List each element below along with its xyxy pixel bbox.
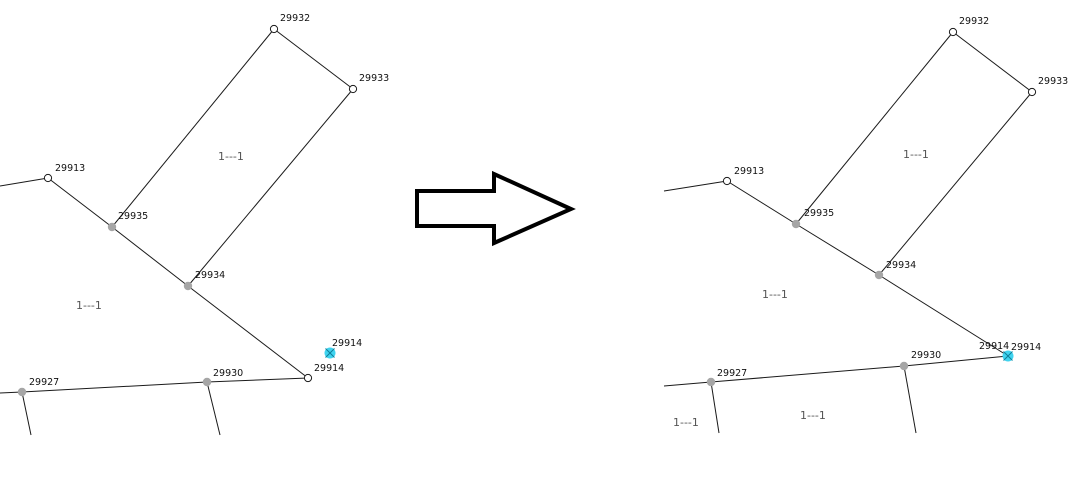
node-29930[interactable] bbox=[899, 361, 909, 371]
edge-29930-down bbox=[206, 381, 221, 436]
edge-29927-down bbox=[21, 391, 32, 436]
node-29930[interactable] bbox=[202, 377, 212, 387]
parcel-label-lower-right: 1---1 bbox=[800, 409, 826, 422]
edge-29927-down bbox=[710, 381, 720, 434]
edge-29935-29934 bbox=[111, 226, 189, 287]
edge-29930-down bbox=[903, 365, 917, 434]
edge-29935-29932 bbox=[111, 28, 275, 228]
parcel-label-upper: 1---1 bbox=[903, 148, 929, 161]
node-29913[interactable] bbox=[722, 176, 732, 186]
node-29932[interactable] bbox=[948, 27, 958, 37]
label-29933: 29933 bbox=[359, 73, 389, 84]
edge-29913-29935 bbox=[47, 177, 113, 228]
node-29934[interactable] bbox=[183, 281, 193, 291]
label-29913: 29913 bbox=[55, 163, 85, 174]
label-29927: 29927 bbox=[29, 377, 59, 388]
selection-cross-b bbox=[325, 348, 335, 358]
edge-left-to-29913 bbox=[0, 177, 49, 187]
selection-cross-b bbox=[1003, 351, 1013, 361]
label-29935: 29935 bbox=[804, 208, 834, 219]
node-29935[interactable] bbox=[791, 219, 801, 229]
label-29935: 29935 bbox=[118, 211, 148, 222]
label-29914: 29914 bbox=[314, 363, 344, 374]
edge-left-to-29913 bbox=[663, 180, 728, 192]
edge-29932-29933 bbox=[952, 31, 1033, 93]
label-29930: 29930 bbox=[911, 350, 941, 361]
selected-point-29914[interactable] bbox=[1002, 350, 1014, 362]
label-selected-29914: 29914 bbox=[332, 338, 362, 349]
edge-29934-29914 bbox=[187, 285, 309, 379]
parcel-label-lower-left: 1---1 bbox=[673, 416, 699, 429]
edge-29933-29934 bbox=[187, 88, 354, 287]
node-29914[interactable] bbox=[303, 373, 313, 383]
edge-29913-29935 bbox=[726, 180, 797, 225]
node-29927[interactable] bbox=[706, 377, 716, 387]
node-29933[interactable] bbox=[348, 84, 358, 94]
edge-29932-29933 bbox=[273, 28, 354, 90]
label-29930: 29930 bbox=[213, 368, 243, 379]
node-29935[interactable] bbox=[107, 222, 117, 232]
node-29932[interactable] bbox=[269, 24, 279, 34]
label-29914: 29914 bbox=[979, 341, 1009, 352]
edge-29927-29930 bbox=[710, 365, 905, 383]
parcel-label-lower: 1---1 bbox=[76, 299, 102, 312]
node-29913[interactable] bbox=[43, 173, 53, 183]
label-29932: 29932 bbox=[959, 16, 989, 27]
selected-point-29914[interactable] bbox=[324, 347, 336, 359]
edge-29930-29914 bbox=[206, 377, 309, 383]
label-29913: 29913 bbox=[734, 166, 764, 177]
node-29934[interactable] bbox=[874, 270, 884, 280]
edge-29934-29914 bbox=[878, 274, 1009, 357]
label-29927: 29927 bbox=[717, 368, 747, 379]
label-29934: 29934 bbox=[195, 270, 225, 281]
node-29933[interactable] bbox=[1027, 87, 1037, 97]
edge-29935-29934 bbox=[795, 223, 880, 276]
edge-left-to-29927 bbox=[663, 381, 712, 387]
label-selected-29914: 29914 bbox=[1011, 342, 1041, 353]
parcel-label-middle: 1---1 bbox=[762, 288, 788, 301]
edge-29927-29930 bbox=[21, 381, 208, 393]
label-29933: 29933 bbox=[1038, 76, 1068, 87]
label-29932: 29932 bbox=[280, 13, 310, 24]
edge-29935-29932 bbox=[795, 31, 954, 225]
node-29927[interactable] bbox=[17, 387, 27, 397]
right-arrow-outline-icon bbox=[415, 170, 576, 247]
parcel-label-upper: 1---1 bbox=[218, 150, 244, 163]
edge-29933-29934 bbox=[878, 91, 1033, 276]
before-panel: 29932 29933 29913 29935 29934 29914 2993… bbox=[0, 13, 389, 436]
label-29934: 29934 bbox=[886, 260, 916, 271]
edge-29930-29914 bbox=[903, 355, 1009, 367]
after-panel: 29932 29933 29913 29935 29934 29930 2992… bbox=[663, 16, 1068, 434]
